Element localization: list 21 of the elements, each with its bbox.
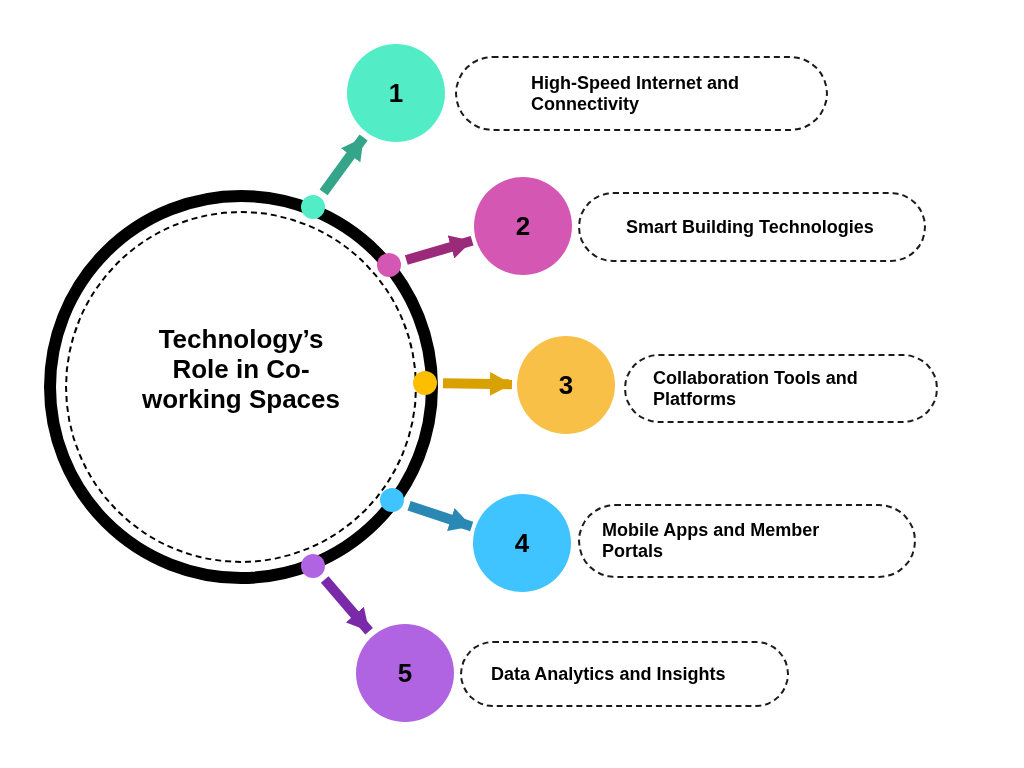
arrow xyxy=(407,500,474,532)
connector-dot xyxy=(301,195,325,219)
step-label: High-Speed Internet and Connectivity xyxy=(531,72,740,115)
step-label: Data Analytics and Insights xyxy=(491,663,726,685)
connector-dot xyxy=(377,253,401,277)
step-label: Collaboration Tools and Platforms xyxy=(653,367,859,410)
arrow xyxy=(320,576,373,635)
arrow xyxy=(319,134,368,196)
step-label: Mobile Apps and Member Portals xyxy=(602,520,821,562)
step-number: 2 xyxy=(515,213,531,239)
step-number: 5 xyxy=(397,660,413,686)
connector-dot xyxy=(301,554,325,578)
connector-dot xyxy=(380,488,404,512)
step-number: 3 xyxy=(558,372,574,398)
arrow xyxy=(404,235,474,265)
central-topic: Technology’s Role in Co-working Spaces xyxy=(141,325,341,415)
arrow xyxy=(442,371,513,396)
step-number: 1 xyxy=(388,80,404,106)
step-label: Smart Building Technologies xyxy=(626,216,874,238)
step-number: 4 xyxy=(514,530,530,556)
connector-dot xyxy=(413,371,437,395)
